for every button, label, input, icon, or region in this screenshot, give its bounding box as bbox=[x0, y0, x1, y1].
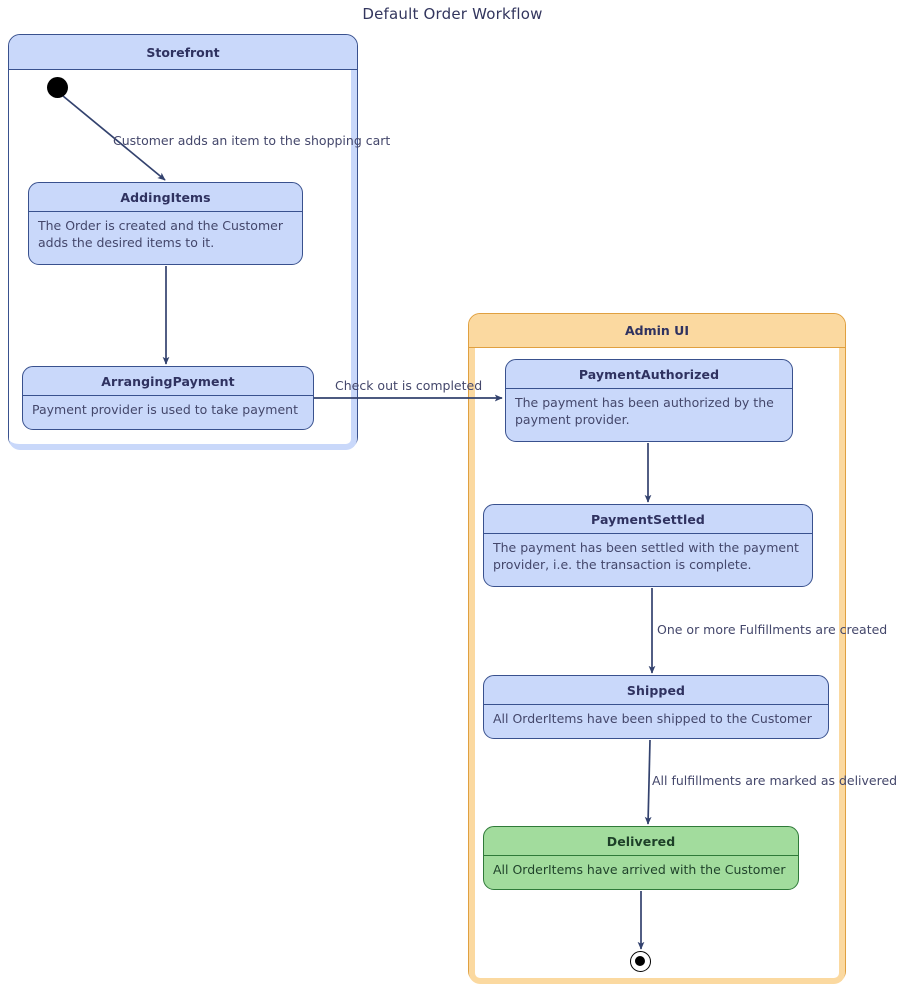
initial-state-node[interactable] bbox=[47, 77, 68, 98]
state-addingitems-description: The Order is created and the Customer ad… bbox=[38, 218, 283, 250]
state-shipped[interactable]: Shipped All OrderItems have been shipped… bbox=[483, 675, 829, 739]
page-title: Default Order Workflow bbox=[362, 5, 543, 23]
state-delivered-description: All OrderItems have arrived with the Cus… bbox=[493, 862, 786, 877]
final-state-inner-dot bbox=[634, 955, 645, 966]
edge-label-start-to-addingitems: Customer adds an item to the shopping ca… bbox=[113, 133, 391, 148]
state-paymentauthorized-title: PaymentAuthorized bbox=[506, 360, 792, 389]
edge-label-shipped-to-delivered: All fulfillments are marked as delivered bbox=[652, 773, 898, 788]
state-paymentsettled[interactable]: PaymentSettled The payment has been sett… bbox=[483, 504, 813, 587]
state-arrangingpayment-description: Payment provider is used to take payment bbox=[32, 402, 298, 417]
state-arrangingpayment[interactable]: ArrangingPayment Payment provider is use… bbox=[22, 366, 314, 430]
state-addingitems-title: AddingItems bbox=[29, 183, 302, 212]
state-paymentauthorized-description: The payment has been authorized by the p… bbox=[515, 395, 774, 427]
state-paymentauthorized[interactable]: PaymentAuthorized The payment has been a… bbox=[505, 359, 793, 442]
container-admin-ui-label: Admin UI bbox=[469, 314, 845, 348]
state-shipped-description: All OrderItems have been shipped to the … bbox=[493, 711, 812, 726]
state-addingitems[interactable]: AddingItems The Order is created and the… bbox=[28, 182, 303, 265]
state-delivered[interactable]: Delivered All OrderItems have arrived wi… bbox=[483, 826, 799, 890]
state-paymentsettled-description: The payment has been settled with the pa… bbox=[493, 540, 799, 572]
edge-label-paymentsettled-to-shipped: One or more Fulfillments are created bbox=[657, 622, 888, 637]
state-delivered-title: Delivered bbox=[484, 827, 798, 856]
state-paymentsettled-title: PaymentSettled bbox=[484, 505, 812, 534]
state-shipped-title: Shipped bbox=[484, 676, 828, 705]
state-arrangingpayment-title: ArrangingPayment bbox=[23, 367, 313, 396]
container-storefront-label: Storefront bbox=[9, 35, 357, 70]
final-state-node[interactable] bbox=[630, 951, 651, 972]
edge-label-arrangingpayment-to-paymentauthorized: Check out is completed bbox=[335, 378, 483, 393]
